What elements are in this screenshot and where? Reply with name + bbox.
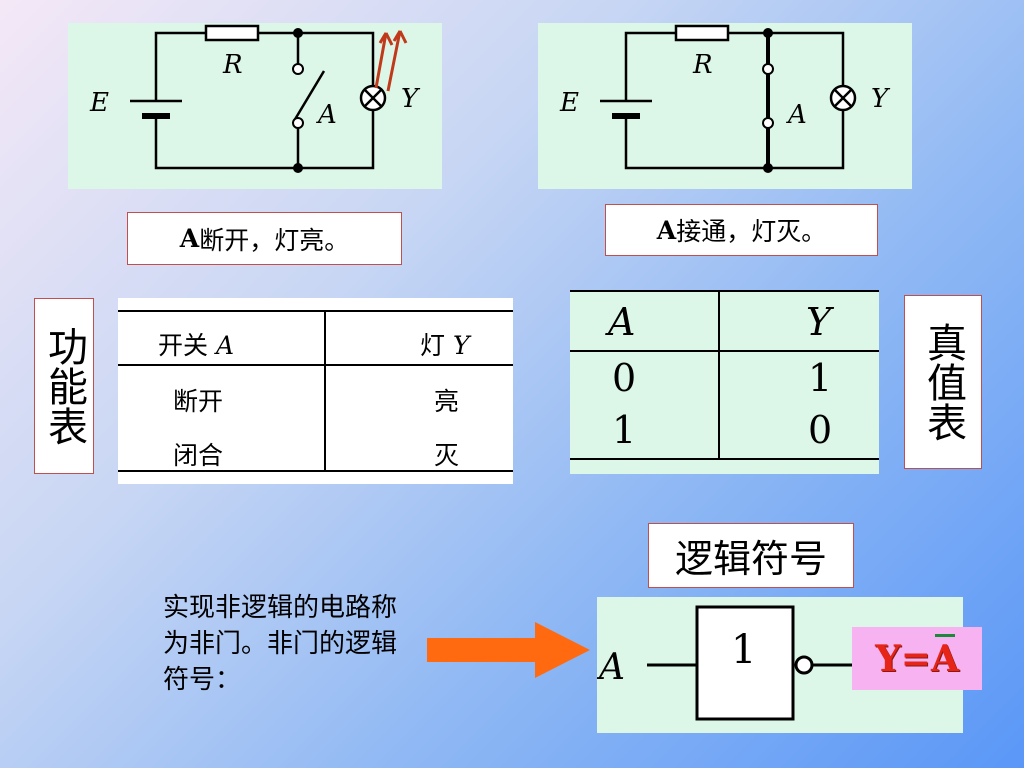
truth-header-y: Y [806,300,832,344]
circuit-open-diagram: R E A Y [89,24,421,173]
battery-label: E [559,88,579,118]
table-column-rule [324,310,326,472]
gate-input-label: A [597,647,625,688]
table-header-rule [570,350,879,352]
table-header-rule [118,364,513,366]
circuit-closed-diagram: R E A Y [559,24,891,173]
gate-body [695,605,795,721]
arrow-right-icon [427,622,590,678]
caption-closed-text: 接通，灯灭。 [676,217,827,246]
formula-var-negated: A [930,633,959,680]
switch-label: A [786,100,807,130]
header-switch: 开关 A [158,331,235,360]
not-gate-diagram: 1 A [597,605,852,721]
lamp-label: Y [871,84,891,114]
truth-cell: 1 [612,408,637,452]
table-top-rule [118,310,513,312]
truth-table-label: 真值表 [904,295,982,469]
description-text: 实现非逻辑的电路称为非门。非门的逻辑符号： [163,593,398,695]
table-row-switch: 闭合 [173,441,224,470]
resistor-label: R [692,50,713,80]
circuit-closed-switch: R E A Y [538,23,912,189]
truth-header-a: A [608,300,636,344]
circuit-open-switch: R E A Y [68,23,442,189]
inversion-bubble [794,655,814,675]
gate-symbol: 1 [731,627,756,673]
function-table-label: 功能表 [34,298,94,474]
lamp-label: Y [401,84,421,114]
caption-open-var: A [179,224,200,253]
switch-label: A [316,100,337,130]
table-row-switch: 断开 [173,387,224,416]
table-row-lamp: 灭 [434,441,460,470]
header-lamp: 灯 Y [420,331,470,360]
logic-symbol-label: 逻辑符号 [648,523,854,588]
logic-formula: Y=A [852,627,982,690]
truth-table: A Y 0 1 1 0 [570,290,879,474]
resistor-label: R [222,50,243,80]
light-rays-icon [374,30,408,92]
truth-cell: 0 [612,356,637,400]
caption-open-text: 断开，灯亮。 [199,225,350,255]
function-table: 开关 A 灯 Y 断开 亮 闭合 灭 [118,298,513,484]
truth-cell: 1 [808,356,833,400]
caption-closed-var: A [656,215,677,245]
battery-label: E [89,88,109,118]
table-bottom-rule [570,458,879,460]
truth-cell: 0 [808,408,833,452]
table-column-rule [718,290,720,458]
formula-left: Y= [875,637,931,680]
table-bottom-rule [118,470,513,472]
table-row-lamp: 亮 [434,387,460,416]
table-top-rule [570,290,879,292]
